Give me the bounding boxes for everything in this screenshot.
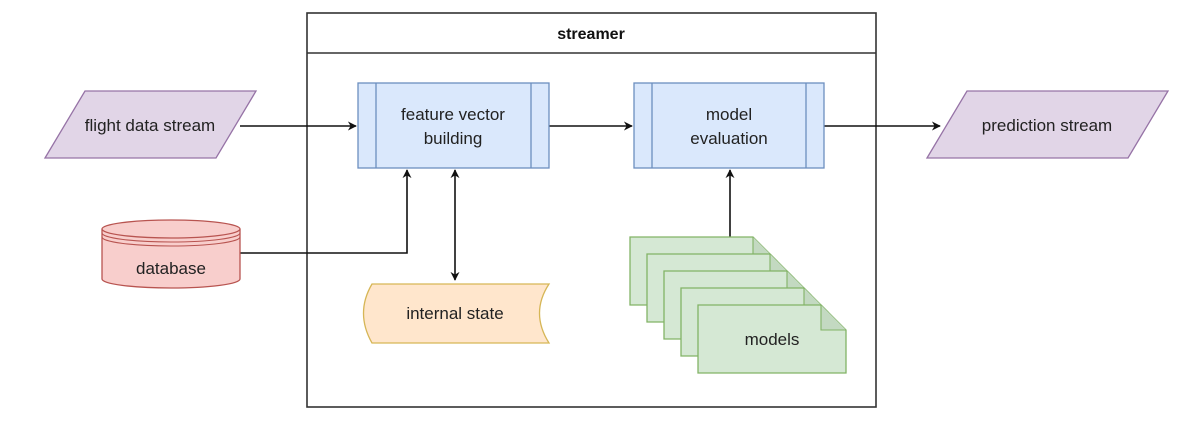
prediction-stream-node[interactable]: prediction stream	[925, 90, 1170, 159]
database-node[interactable]: database	[101, 219, 241, 289]
database-label: database	[136, 259, 206, 278]
streamer-title: streamer	[557, 26, 625, 43]
flight-data-stream-label: flight data stream	[85, 116, 215, 135]
model-evaluation-node[interactable]: model evaluation	[633, 82, 825, 169]
internal-state-label: internal state	[406, 304, 503, 323]
prediction-stream-label: prediction stream	[982, 116, 1112, 135]
feature-vector-label-line-2: building	[424, 129, 483, 148]
model-evaluation-label-line-2: evaluation	[690, 129, 768, 148]
flight-data-stream-node[interactable]: flight data stream	[43, 90, 258, 159]
internal-state-node[interactable]: internal state	[362, 283, 551, 344]
models-page-5	[697, 304, 847, 374]
edge-database-to-feature	[240, 169, 412, 254]
models-node[interactable]: models	[629, 236, 847, 374]
model-evaluation-label-line-1: model	[706, 105, 752, 124]
feature-vector-label-line-1: feature vector	[401, 105, 505, 124]
models-label: models	[745, 330, 800, 349]
feature-vector-building-node[interactable]: feature vector building	[357, 82, 550, 169]
